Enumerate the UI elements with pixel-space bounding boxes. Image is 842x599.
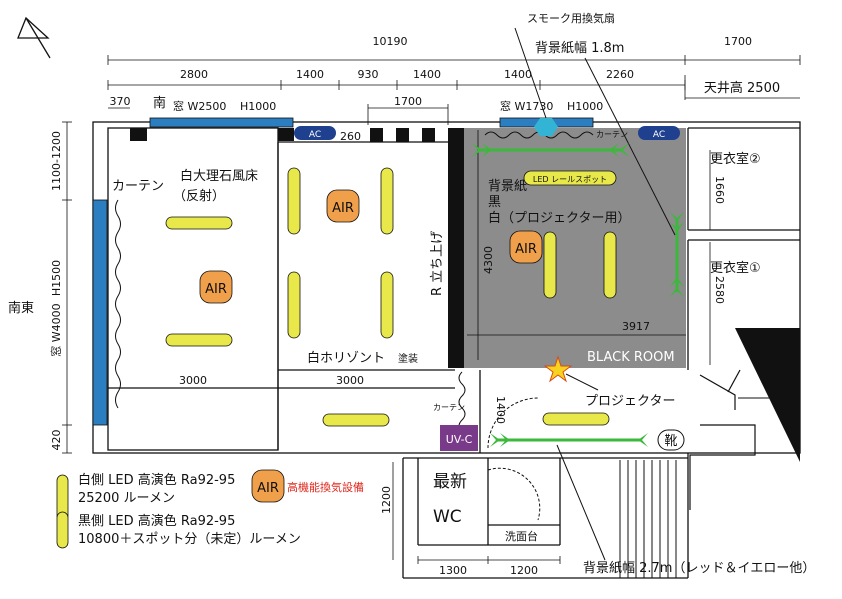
south-label: 南: [153, 95, 166, 111]
projector-star-icon: [543, 355, 573, 383]
dim-segment-6: 2260: [606, 68, 634, 81]
window-southeast-bar: [92, 199, 108, 426]
legend-air-desc: 高機能換気設備: [287, 480, 364, 494]
changing-room-1: 更衣室①: [710, 260, 761, 276]
marble-floor-label: 白大理石風床: [180, 168, 258, 184]
curtain-left-label: カーテン: [112, 179, 164, 194]
dim-right-width: 1700: [724, 35, 752, 48]
door-arcs: [487, 397, 541, 521]
dim-260: 260: [340, 130, 361, 143]
dim-segment-5: 1400: [504, 68, 532, 81]
wc-label-1: 最新: [433, 472, 467, 492]
ac-label-left: AC: [309, 130, 321, 140]
curtain-left: [115, 199, 121, 409]
curtain-top-label: カーテン: [596, 130, 628, 139]
legend-air-icon: [251, 469, 285, 503]
window-east-height: H1000: [567, 100, 603, 113]
dim-1700-window: 1700: [394, 95, 422, 108]
air-label-2: AIR: [205, 282, 227, 297]
led-fixtures: [165, 167, 617, 427]
uvc-label: UV-C: [446, 433, 473, 446]
changing-room-2: 更衣室②: [710, 151, 761, 167]
shoes-label: 靴: [664, 434, 677, 449]
shoes-badge: [657, 429, 685, 451]
projector-label: プロジェクター: [585, 394, 675, 409]
air-units: [199, 189, 543, 304]
legend-line-2: 25200 ルーメン: [78, 491, 175, 506]
dim-1200-horizontal: 1200: [510, 564, 538, 577]
dim-h1500: H1500: [50, 260, 63, 296]
legend-led-icons: [56, 474, 69, 549]
staircase: [619, 460, 677, 578]
smoke-fan-label: スモーク用換気扇: [527, 11, 615, 25]
dim-1300: 1300: [439, 564, 467, 577]
left-dimension-lines: [62, 121, 72, 454]
dim-1660: 1660: [713, 176, 726, 204]
window-south-bar: [149, 117, 294, 128]
rail-end-icons: [472, 143, 684, 447]
window-south-height: H1000: [240, 100, 276, 113]
dim-420: 420: [50, 430, 63, 451]
stair-arrow: [689, 369, 756, 510]
black-room-label: BLACK ROOM: [587, 350, 675, 365]
dim-4300: 4300: [482, 246, 495, 274]
led-rail-label: LED レールスポット: [533, 175, 607, 184]
backdrop-label-1: 背景紙: [488, 179, 527, 194]
dim-total-width: 10190: [373, 35, 408, 48]
backdrop-label-2: 黒: [488, 195, 501, 210]
ac-unit-right: [638, 126, 680, 140]
backdrop-width-top: 背景紙幅 1.8m: [535, 41, 624, 56]
curtain-small-label: カーテン: [433, 403, 465, 412]
ac-label-right: AC: [653, 130, 665, 140]
wall-blocks: [130, 128, 464, 368]
north-arrow-icon: [17, 16, 51, 59]
dim-1100-1200: 1100-1200: [50, 131, 63, 191]
backdrop-width-bottom: 背景紙幅 2.7m（レッド＆イエロー他）: [583, 561, 815, 576]
inner-dimension-lines: [108, 130, 711, 564]
legend-air-label: AIR: [257, 481, 279, 496]
backdrop-label-3: 白（プロジェクター用）: [488, 210, 630, 226]
window-east-label: 窓 W1730: [500, 99, 553, 113]
dim-segment-2: 1400: [296, 68, 324, 81]
dim-1200-vertical: 1200: [380, 486, 393, 514]
stair-void: [735, 328, 800, 462]
wc-label-2: WC: [433, 507, 462, 527]
sink-label: 洗面台: [505, 529, 538, 543]
dim-3000-left: 3000: [179, 374, 207, 387]
led-rail-spot: [523, 170, 617, 186]
marble-floor-sub: （反射）: [173, 188, 225, 204]
dim-3917: 3917: [622, 320, 650, 333]
ceiling-height: 天井高 2500: [704, 80, 780, 96]
dim-2580: 2580: [713, 276, 726, 304]
air-label-3: AIR: [515, 242, 537, 257]
top-dimension-lines: [107, 55, 801, 125]
window-southeast: 窓 W4000: [49, 303, 63, 356]
black-room-area: [464, 128, 686, 368]
horizon-label: 白ホリゾント: [307, 350, 385, 366]
window-south-label: 窓 W2500: [173, 99, 226, 113]
legend-line-3: 黒側 LED 高演色 Ra92-95: [78, 513, 235, 529]
dim-1400-vertical: 1400: [494, 396, 507, 424]
smoke-fan-icon: [534, 118, 558, 136]
dim-segment-4: 1400: [413, 68, 441, 81]
horizon-suffix: 塗装: [398, 352, 418, 365]
legend-line-4: 10800＋スポット分（未定）ルーメン: [78, 532, 301, 547]
legend-line-1: 白側 LED 高演色 Ra92-95: [78, 472, 235, 488]
southeast-label: 南東: [8, 300, 34, 316]
dim-3000-mid: 3000: [336, 374, 364, 387]
dim-segment-1: 2800: [180, 68, 208, 81]
r-rise-label: R 立ち上げ: [430, 231, 445, 296]
ac-unit-left: [294, 126, 336, 140]
uvc-unit: [440, 425, 478, 451]
dim-370: 370: [110, 95, 131, 108]
dim-segment-3: 930: [358, 68, 379, 81]
air-label-1: AIR: [332, 201, 354, 216]
